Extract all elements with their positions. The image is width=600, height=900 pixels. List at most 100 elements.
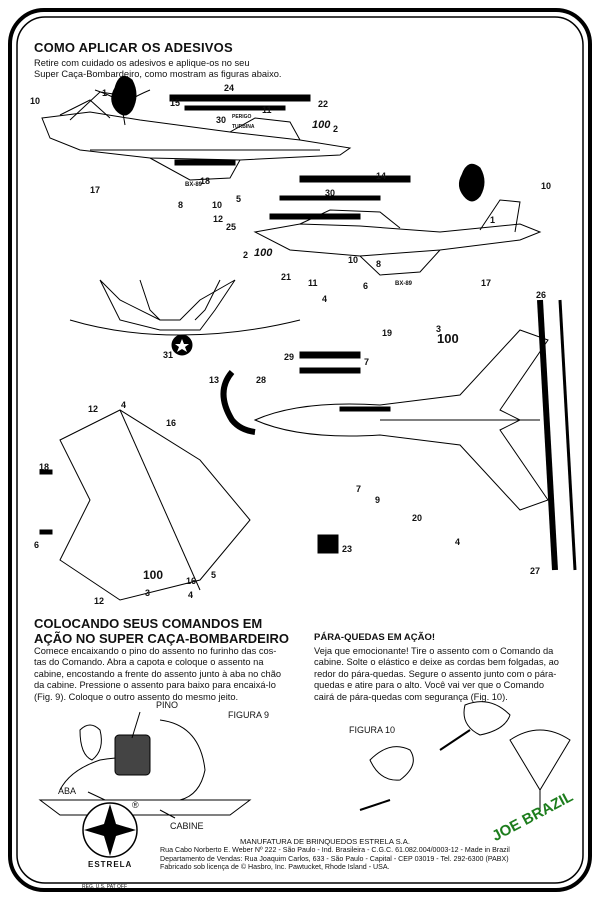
decal-label: 30: [216, 115, 227, 125]
decal-label: 18: [200, 176, 211, 186]
decal-label: 5: [236, 194, 242, 204]
decal-label: 1: [102, 88, 108, 98]
decal-label: 10: [348, 255, 359, 265]
jet-top-view: [220, 329, 549, 511]
decal-perigo: PERIGO TURBINA: [232, 114, 255, 130]
section-title-line: AÇÃO NO SUPER CAÇA-BOMBARDEIRO: [34, 631, 289, 646]
decal-label: 10: [30, 96, 41, 106]
decal-label: 4: [121, 400, 127, 410]
decal-label: 29: [284, 352, 295, 362]
decal-label: 12: [213, 214, 224, 224]
decal-bx: BX-89: [395, 281, 413, 287]
body-line: (Fig. 9). Coloque o outro assento do mes…: [34, 691, 239, 702]
decal-label: 7: [364, 357, 370, 367]
decal-label: 23: [342, 544, 353, 554]
decal-diagram: [39, 75, 577, 601]
decal-hundred: 100: [437, 331, 459, 346]
decal-label: 17: [90, 185, 101, 195]
decal-label: 16: [186, 576, 197, 586]
decal-label: 6: [34, 540, 40, 550]
footer-text: MANUFATURA DE BRINQUEDOS ESTRELA S.A. Ru…: [160, 837, 510, 872]
section-body-paraquedas: Veja que emocionante! Tire o assento com…: [314, 646, 559, 703]
section-title-line: COLOCANDO SEUS COMANDOS EM: [34, 616, 263, 631]
label-cabine: CABINE: [170, 821, 204, 831]
decal-label: 15: [170, 98, 181, 108]
section-title-paraquedas: PÁRA-QUEDAS EM AÇÃO!: [314, 632, 436, 643]
decal-label: 11: [308, 278, 318, 288]
brand-name: ESTRELA: [88, 860, 133, 869]
body-line: tas do Comando. Abra a capota e coloque …: [34, 657, 264, 668]
body-line: Comece encaixando o pino do assento no f…: [34, 646, 277, 656]
intro-text: Retire com cuidado os adesivos e aplique…: [34, 58, 282, 81]
body-line: cabine. Solte o elástico e deixe as cord…: [314, 657, 559, 668]
brand-reg: REG. U.S. PAT OFF: [82, 884, 128, 890]
tail-fins-view: [69, 279, 301, 356]
decal-label: 18: [39, 462, 50, 472]
decal-label: 2: [243, 250, 249, 260]
body-line: redor do pára-quedas. Segure o assento j…: [314, 668, 557, 679]
footer-line: Fabricado sob licença de © Hasbro, Inc. …: [160, 863, 390, 872]
decal-label: 14: [376, 171, 387, 181]
decal-label: 8: [178, 200, 184, 210]
label-aba: ABA: [58, 786, 77, 796]
body-line: quedas e atire para o alto. Você vai ver…: [314, 680, 544, 691]
footer-line: MANUFATURA DE BRINQUEDOS ESTRELA S.A.: [240, 837, 410, 846]
jet-side-view-top: [41, 91, 352, 181]
decal-label: 26: [536, 290, 547, 300]
jet-bottom-view: [39, 409, 339, 601]
eagle-emblem-icon: [94, 75, 151, 116]
page-title: COMO APLICAR OS ADESIVOS: [34, 40, 233, 55]
intro-line: Super Caça-Bombardeiro, como mostram as …: [34, 69, 282, 80]
decal-hundred: 100: [143, 568, 164, 582]
page-border: [8, 8, 592, 892]
decal-label: 27: [530, 566, 541, 576]
decal-label: 2: [333, 124, 339, 134]
figures-illustration: [38, 701, 571, 819]
section-body-comandos: Comece encaixando o pino do assento no f…: [34, 646, 281, 703]
decal-label: 7: [356, 484, 362, 494]
decal-label: 30: [325, 188, 336, 198]
decal-label: 9: [375, 495, 381, 505]
decal-label: 1: [490, 215, 496, 225]
decal-hundred: 100: [312, 119, 331, 131]
body-line: Veja que emocionante! Tire o assento com…: [314, 646, 554, 656]
footer-line: Rua Cabo Norberto E. Weber Nº 222 - São …: [160, 846, 510, 855]
decal-label: 10: [212, 200, 223, 210]
decal-label: 5: [211, 570, 217, 580]
decal-label: 11: [262, 105, 272, 115]
label-pino: PINO: [156, 700, 179, 710]
decal-label: 21: [281, 272, 292, 282]
body-line: cabine, encostando a frente do assento j…: [34, 668, 282, 679]
decal-label: 19: [382, 328, 393, 338]
intro-line: Retire com cuidado os adesivos e aplique…: [34, 58, 250, 68]
decal-label: 28: [256, 375, 267, 385]
section-title-comandos: COLOCANDO SEUS COMANDOS EM AÇÃO NO SUPER…: [34, 616, 289, 646]
footer-line: Departamento de Vendas: Rua Joaquim Carl…: [160, 854, 509, 863]
eagle-emblem-icon: [458, 163, 485, 202]
decal-label: 17: [481, 278, 492, 288]
registered-mark: ®: [132, 800, 139, 810]
estrela-star-icon: [82, 802, 138, 858]
decal-label: 25: [226, 222, 237, 232]
decal-label: 24: [224, 83, 235, 93]
decal-label: 12: [94, 596, 105, 606]
jet-side-view-bottom: [253, 175, 542, 276]
decal-label: 8: [376, 259, 382, 269]
decal-label: 16: [166, 418, 177, 428]
decal-label: 10: [541, 181, 552, 191]
decal-label: 3: [145, 588, 151, 598]
body-line: da cabine. Pressione o assento para baix…: [34, 680, 276, 691]
figure-9-caption: FIGURA 9: [228, 710, 270, 720]
decal-label: 13: [209, 375, 220, 385]
figure-10-caption: FIGURA 10: [349, 725, 396, 735]
decal-label: 6: [363, 281, 369, 291]
decal-hundred: 100: [254, 247, 273, 259]
decal-label: 20: [412, 513, 423, 523]
decal-label: 4: [188, 590, 194, 600]
decal-label: 22: [318, 99, 329, 109]
decal-label: 4: [322, 294, 328, 304]
decal-label: 4: [455, 537, 461, 547]
decal-bx: BX-89: [185, 182, 203, 188]
decal-label: 31: [163, 350, 174, 360]
decal-label: 12: [88, 404, 99, 414]
